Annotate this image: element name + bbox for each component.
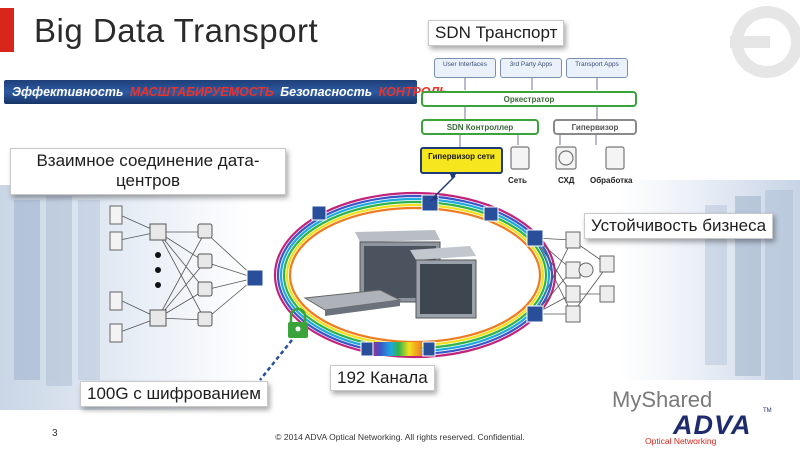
encryption-pointer: [259, 339, 293, 381]
left-dc-servers: [109, 205, 123, 343]
hypervisor-box: Гипервизор: [553, 119, 637, 135]
adva-logo-subtitle: Optical Networking: [645, 436, 717, 446]
left-dc-dots: [155, 252, 161, 288]
encryption-callout: 100G с шифрованием: [80, 381, 268, 408]
app-user-interfaces: User Interfaces: [434, 58, 496, 78]
network-hypervisor-box: Гипервизор сети: [420, 147, 503, 174]
title-accent-bar: [0, 8, 14, 52]
banner-scalability: МАСШТАБИРУЕМОСТЬ: [129, 85, 274, 99]
value-banner: Эффективность МАСШТАБИРУЕМОСТЬ Безопасно…: [4, 80, 448, 104]
slide-title: Big Data Transport: [34, 12, 319, 49]
copyright-footer: © 2014 ADVA Optical Networking. All righ…: [275, 432, 525, 442]
sdn-controller-box: SDN Контроллер: [421, 119, 539, 135]
datacenter-interconnect-callout: Взаимное соединение дата-центров: [10, 148, 286, 195]
left-rack-group: [14, 196, 100, 386]
left-dc-switches: [149, 223, 213, 327]
watermark: MyShared: [612, 387, 713, 412]
lock-icon-graphic: [288, 307, 308, 338]
channels-callout: 192 Канала: [330, 365, 435, 392]
spectrum-bar: [370, 342, 422, 356]
trademark-mark: TM: [763, 408, 772, 414]
right-dc-devices: [565, 231, 615, 323]
sdn-resource-icons: [510, 146, 625, 170]
page-number: 3: [52, 428, 58, 439]
app-third-party: 3rd Party Apps: [500, 58, 562, 78]
corner-logo: [730, 6, 800, 78]
app-transport: Transport Apps: [566, 58, 628, 78]
banner-efficiency: Эффективность: [12, 85, 124, 99]
business-continuity-callout: Устойчивость бизнеса: [584, 213, 774, 240]
sdn-transport-label: SDN Транспорт: [428, 20, 565, 47]
banner-security: Безопасность: [280, 85, 373, 99]
resource-compute-label: Обработка: [590, 176, 633, 185]
resource-network-label: Сеть: [508, 176, 527, 185]
sdn-arrows: [459, 78, 598, 147]
datacenter-background-left: [0, 185, 250, 410]
ring-nodes: [246, 194, 544, 357]
hypervisor-link: [432, 175, 456, 199]
left-dc-links: [119, 214, 256, 333]
resource-storage-label: СХД: [558, 176, 575, 185]
orchestrator-box: Оркестратор: [421, 91, 637, 107]
adva-logo: ADVA: [673, 410, 752, 440]
equipment-chassis: [303, 230, 477, 319]
